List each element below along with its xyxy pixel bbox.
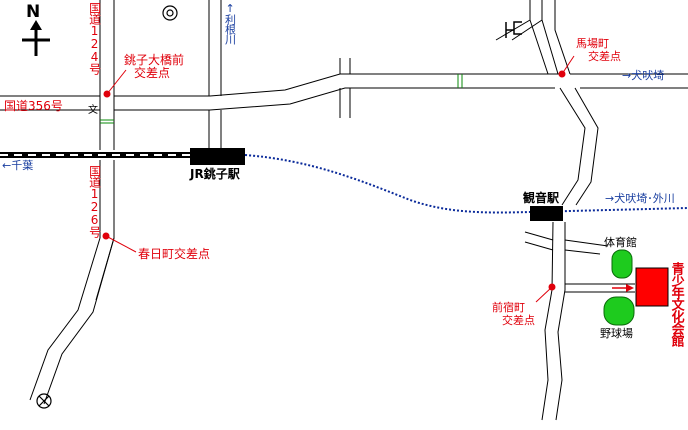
tone-river-direction: ↑利根川 (223, 2, 237, 44)
kannon-station-label: 観音駅 (523, 191, 560, 205)
jr-choshi-station-block (190, 148, 245, 165)
maejukucho-label-line1: 前宿町 (492, 301, 525, 314)
school-symbol: 文 (88, 105, 98, 116)
roads (0, 0, 688, 421)
hall-arrow-icon (612, 284, 634, 292)
youth-culture-hall-label: 青少年文化会館 (668, 262, 684, 346)
youth-culture-hall-shape (635, 267, 669, 307)
railway-jr (0, 152, 190, 158)
compass-letter: N (26, 2, 41, 22)
choshi-ohashi-label-line2: 交差点 (134, 66, 171, 80)
bridge-markers (100, 74, 463, 124)
kasugacho-label: 春日町交差点 (138, 247, 211, 261)
north-arrow-icon (22, 20, 50, 56)
babacho-label-line2: 交差点 (588, 50, 621, 63)
kannon-station-block (530, 206, 563, 221)
inubozaki-direction: →犬吠埼 (622, 69, 665, 82)
route-126-label: 国道126号 (87, 165, 102, 237)
city-office-icon (162, 5, 178, 21)
babacho-label-line1: 馬場町 (576, 37, 609, 50)
gymnasium-label: 体育館 (604, 236, 637, 249)
leader-lines (105, 55, 575, 303)
baseball-field-shape (603, 296, 635, 326)
route-356-label: 国道356号 (4, 99, 63, 113)
baseball-field-label: 野球場 (600, 327, 633, 340)
post-office-icon (36, 393, 52, 409)
jr-choshi-station-label: JR銚子駅 (190, 167, 240, 181)
chiba-direction: ←千葉 (2, 159, 34, 172)
gymnasium-shape (611, 249, 633, 279)
route-124-label: 国道124号 (87, 2, 102, 74)
railway-choshi-electric (244, 154, 688, 214)
temple-icon (505, 21, 522, 38)
choshi-ohashi-label-line1: 銚子大橋前 (124, 53, 185, 67)
maejukucho-label-line2: 交差点 (502, 314, 535, 327)
inubozaki-tokawa-direction: →犬吠埼･外川 (605, 192, 675, 205)
